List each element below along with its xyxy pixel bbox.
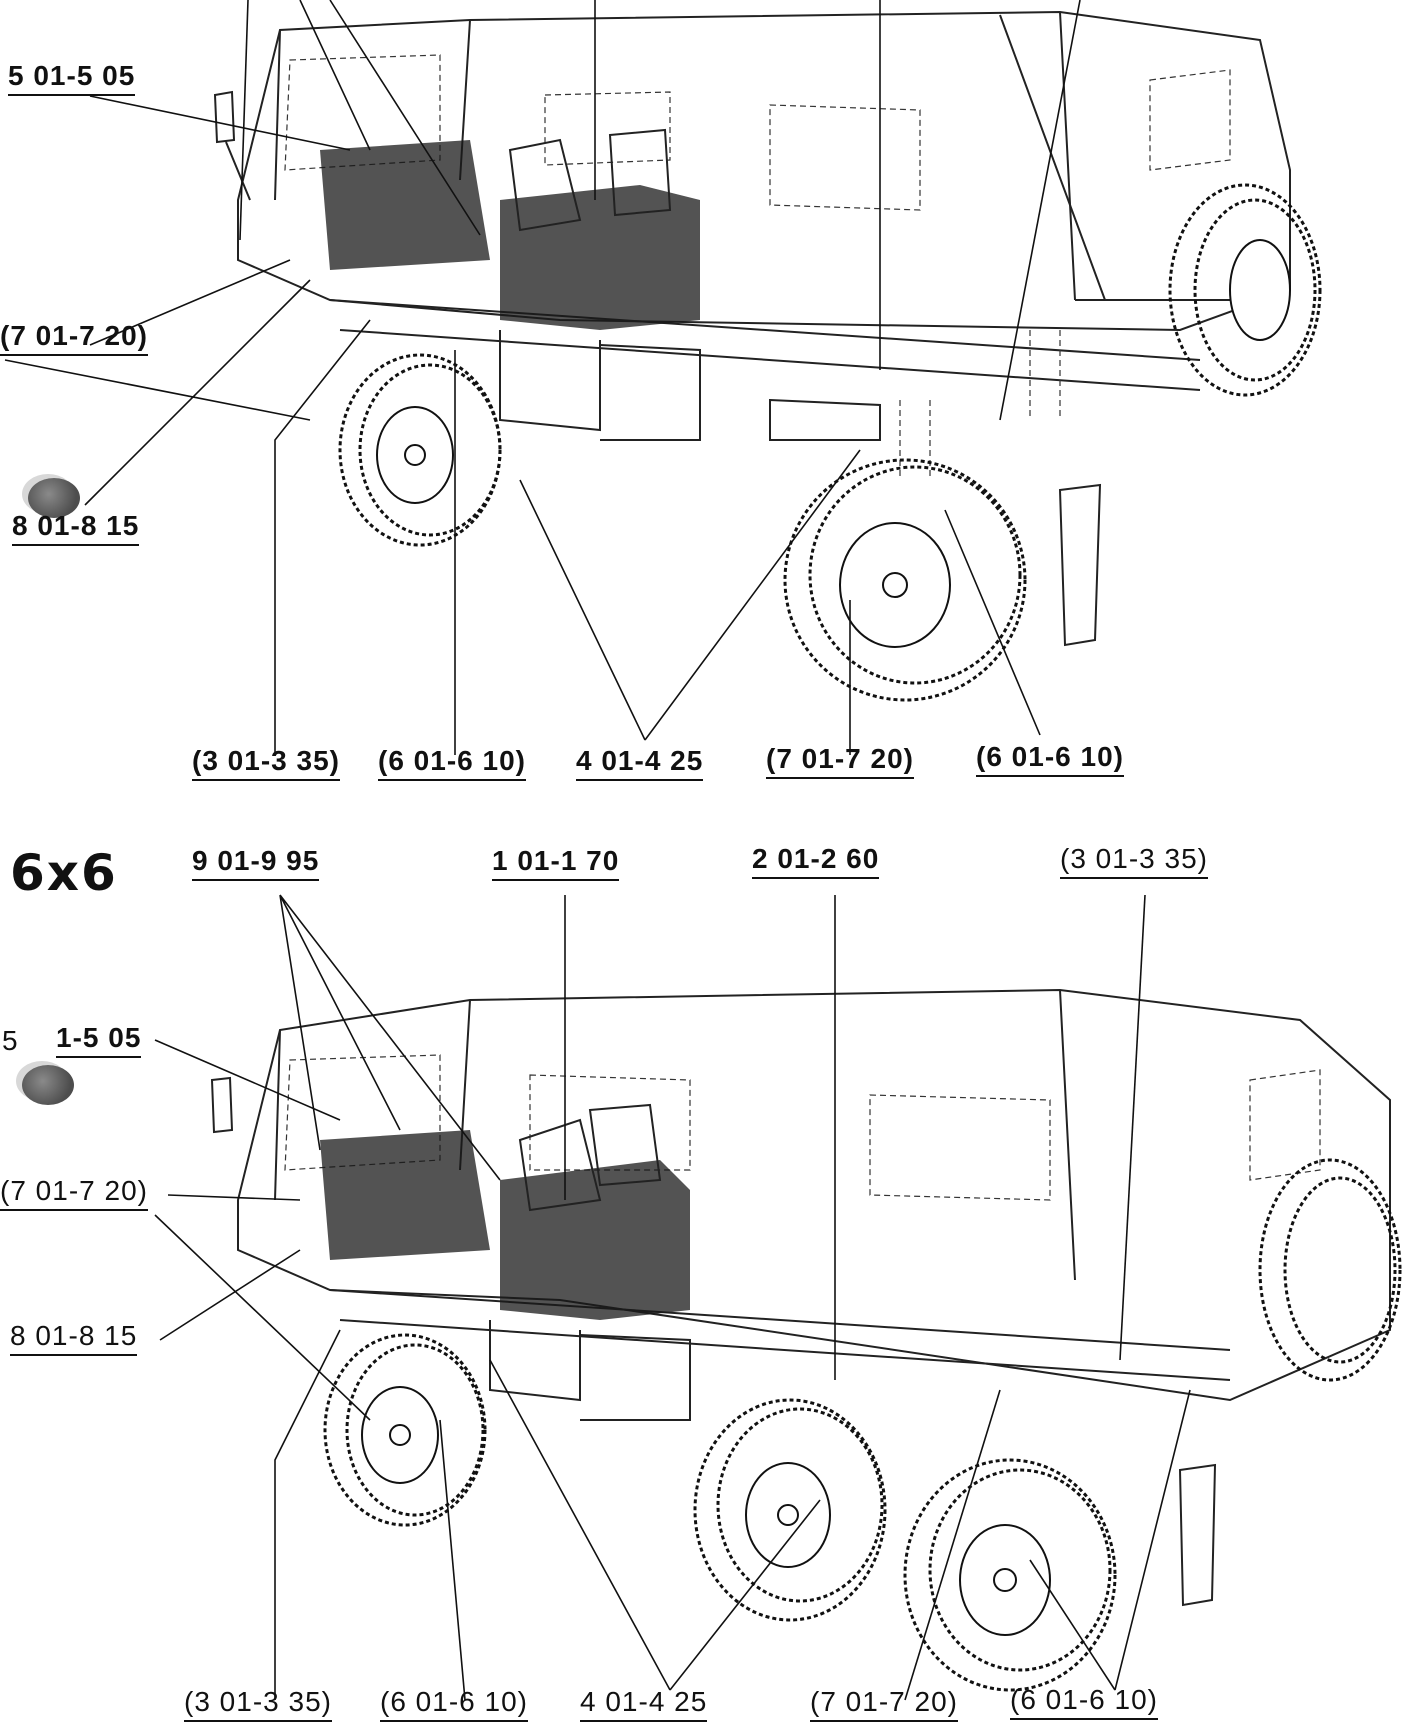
label-801-815-top: 8 01-8 15: [12, 510, 140, 546]
vehicle-6x6-drawing: [154, 894, 1402, 1701]
vehicle-type-title: 6x6: [10, 844, 118, 902]
label-601-610-bottom-b: (6 01-6 10): [1010, 1684, 1158, 1720]
label-701-720-top-left: (7 01-7 20): [0, 320, 148, 356]
gray-sticker-bottom: [22, 1065, 74, 1105]
label-701-720-top-b: (7 01-7 20): [766, 743, 914, 779]
label-601-610-top-b: (6 01-6 10): [976, 741, 1124, 777]
label-5-partial: 5: [2, 1025, 19, 1056]
gray-sticker-top: [28, 478, 80, 518]
label-501-505-top: 5 01-5 05: [8, 60, 136, 96]
label-401-425-bottom: 4 01-4 25: [580, 1686, 708, 1722]
label-301-335-bottom-top: (3 01-3 35): [1060, 843, 1208, 879]
label-701-720-bottom-b: (7 01-7 20): [810, 1686, 958, 1722]
label-801-815-bottom: 8 01-8 15: [10, 1320, 138, 1356]
label-701-720-bottom-left: (7 01-7 20): [0, 1175, 148, 1211]
label-301-335-bottom: (3 01-3 35): [184, 1686, 332, 1722]
label-501-505-bottom: 1-5 05: [56, 1022, 142, 1058]
label-301-335-top: (3 01-3 35): [192, 745, 340, 781]
label-101-170: 1 01-1 70: [492, 845, 620, 881]
label-601-610-bottom-a: (6 01-6 10): [380, 1686, 528, 1722]
label-201-260: 2 01-2 60: [752, 843, 880, 879]
label-401-425-top: 4 01-4 25: [576, 745, 704, 781]
vehicle-4x4-drawing: [4, 0, 1322, 755]
label-601-610-top-a: (6 01-6 10): [378, 745, 526, 781]
label-901-995: 9 01-9 95: [192, 845, 320, 881]
